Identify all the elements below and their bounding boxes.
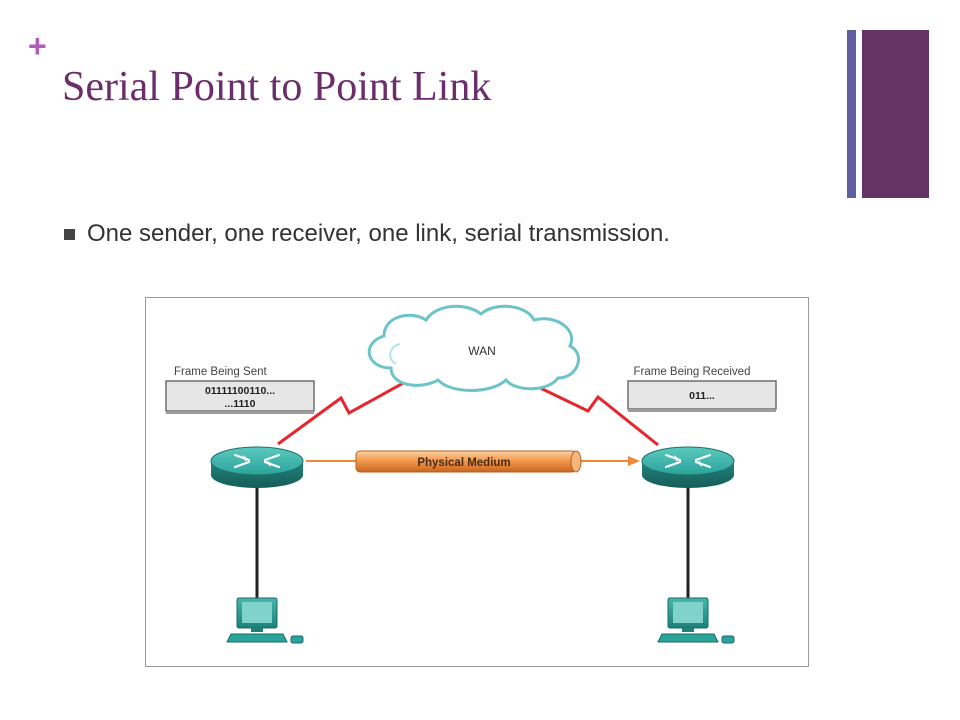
router-icon bbox=[641, 446, 735, 488]
bullet-square-icon bbox=[64, 228, 75, 240]
cloud-label: WAN bbox=[468, 344, 496, 358]
bullet-item: One sender, one receiver, one link, seri… bbox=[64, 218, 670, 250]
sender-caption: Frame Being Sent bbox=[174, 366, 267, 378]
slide-title: Serial Point to Point Link bbox=[62, 64, 492, 110]
physical-medium-tube bbox=[355, 450, 582, 473]
physical-medium-label: Physical Medium bbox=[417, 457, 510, 469]
sender-bits-line2: ...1110 bbox=[225, 398, 256, 410]
sender-frame-box bbox=[165, 380, 315, 414]
receiver-caption: Frame Being Received bbox=[634, 366, 751, 378]
plus-mark: + bbox=[28, 28, 47, 64]
sender-bits-line1: 01111100110... bbox=[205, 385, 275, 397]
receiver-frame-box bbox=[627, 380, 777, 412]
arrow-icon bbox=[576, 456, 640, 466]
bullet-text: One sender, one receiver, one link, seri… bbox=[87, 220, 670, 247]
accent-bar-thick bbox=[862, 30, 929, 198]
router-icon bbox=[210, 446, 304, 488]
serial-link-icon bbox=[531, 382, 659, 447]
serial-link-icon bbox=[277, 374, 417, 446]
network-diagram: WAN Frame Being Sent 01111100110... ...1… bbox=[145, 297, 809, 667]
accent-bar-thin bbox=[847, 30, 856, 198]
receiver-bits-line1: 011... bbox=[689, 390, 715, 402]
cloud-icon bbox=[367, 304, 580, 392]
computer-icon bbox=[226, 597, 304, 644]
computer-icon bbox=[657, 597, 735, 644]
